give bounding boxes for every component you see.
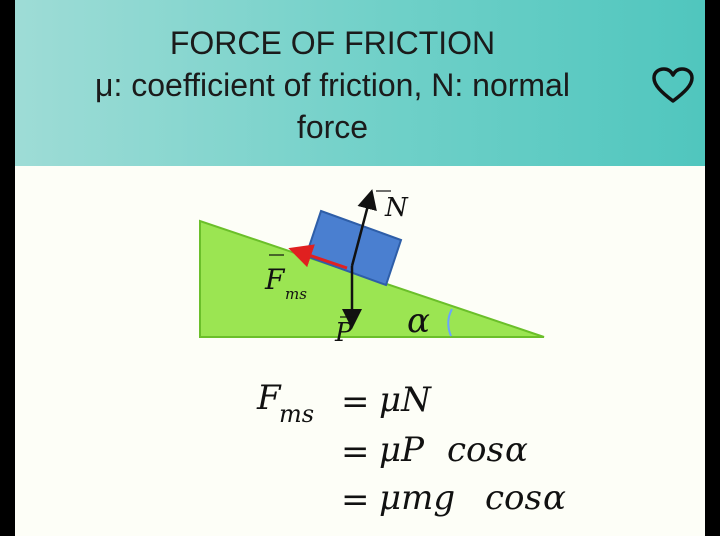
card-title: FORCE OF FRICTION μ: coefficient of fric… — [45, 22, 620, 148]
angle-arc — [447, 308, 453, 337]
favorite-button[interactable] — [651, 66, 695, 106]
friction-diagram: N P F ms α F ms = μN = μP cos α = μmg co… — [15, 166, 705, 536]
weight-label: P — [334, 318, 353, 348]
friction-arrow — [288, 244, 348, 270]
friction-label-subscript: ms — [285, 285, 307, 303]
heart-outline-icon — [652, 67, 694, 103]
normal-force-arrow — [350, 189, 377, 267]
friction-label: F — [264, 263, 286, 296]
angle-label: α — [407, 301, 430, 341]
title-line-1: FORCE OF FRICTION — [169, 25, 496, 61]
incline-figure: N P F ms α — [199, 189, 545, 348]
title-line-2: μ: coefficient of friction, N: normal — [95, 67, 570, 103]
normal-force-label: N — [384, 193, 409, 223]
sliding-block — [304, 209, 403, 287]
card-header: FORCE OF FRICTION μ: coefficient of fric… — [15, 0, 705, 166]
formula-card: FORCE OF FRICTION μ: coefficient of fric… — [15, 0, 705, 536]
title-line-3: force — [296, 109, 369, 145]
